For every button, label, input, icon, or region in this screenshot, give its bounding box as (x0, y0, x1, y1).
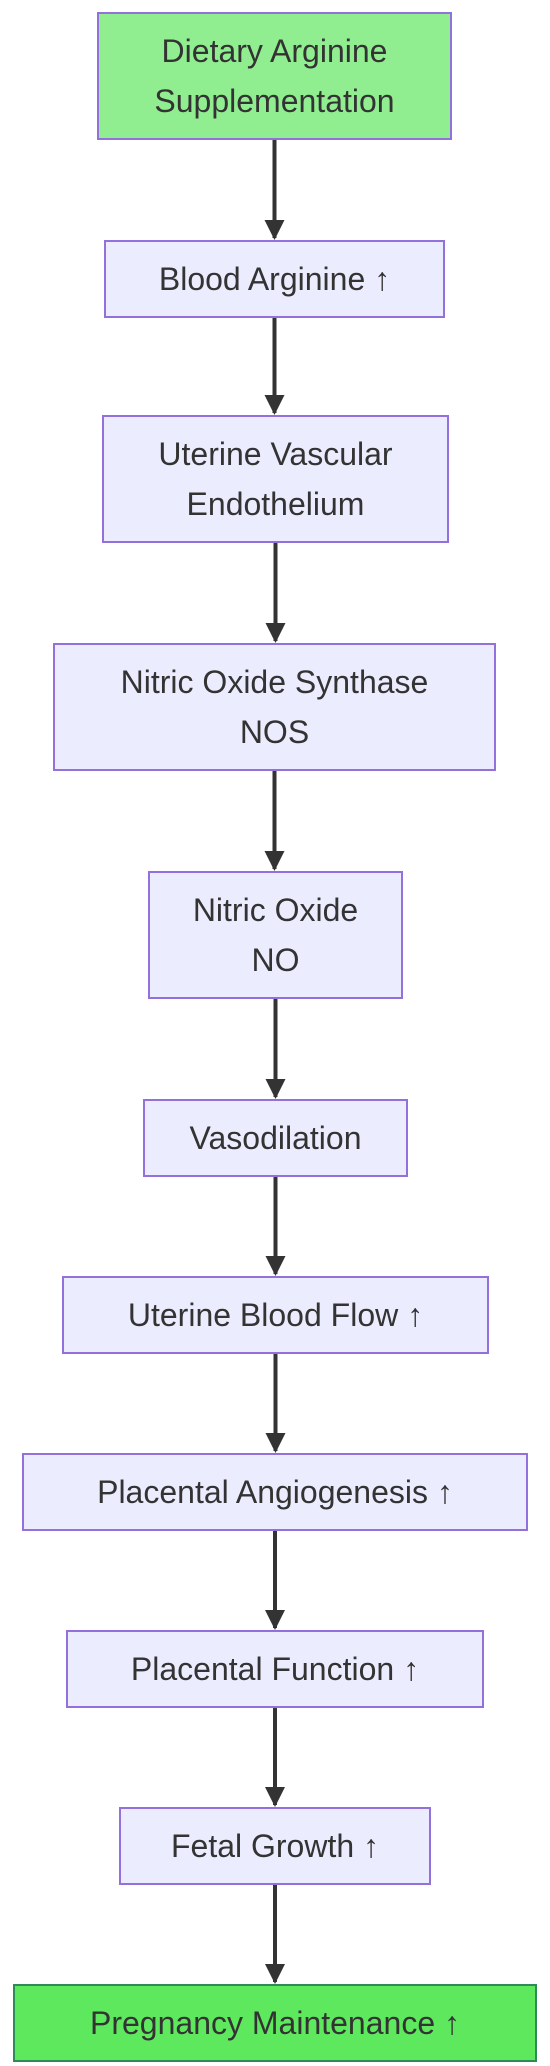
node-pregnancy-maintenance: Pregnancy Maintenance ↑ (13, 1984, 537, 2062)
node-vasodilation: Vasodilation (143, 1099, 408, 1177)
node-uterine-blood-flow: Uterine Blood Flow ↑ (62, 1276, 489, 1354)
node-nitric-oxide-synthase: Nitric Oxide Synthase NOS (53, 643, 496, 771)
node-placental-function: Placental Function ↑ (66, 1630, 484, 1708)
node-placental-angiogenesis: Placental Angiogenesis ↑ (22, 1453, 528, 1531)
node-nitric-oxide: Nitric Oxide NO (148, 871, 403, 999)
node-fetal-growth: Fetal Growth ↑ (119, 1807, 431, 1885)
node-uterine-vascular-endothelium: Uterine Vascular Endothelium (102, 415, 449, 543)
node-dietary-arginine-supplementation: Dietary Arginine Supplementation (97, 12, 452, 140)
node-blood-arginine: Blood Arginine ↑ (104, 240, 445, 318)
